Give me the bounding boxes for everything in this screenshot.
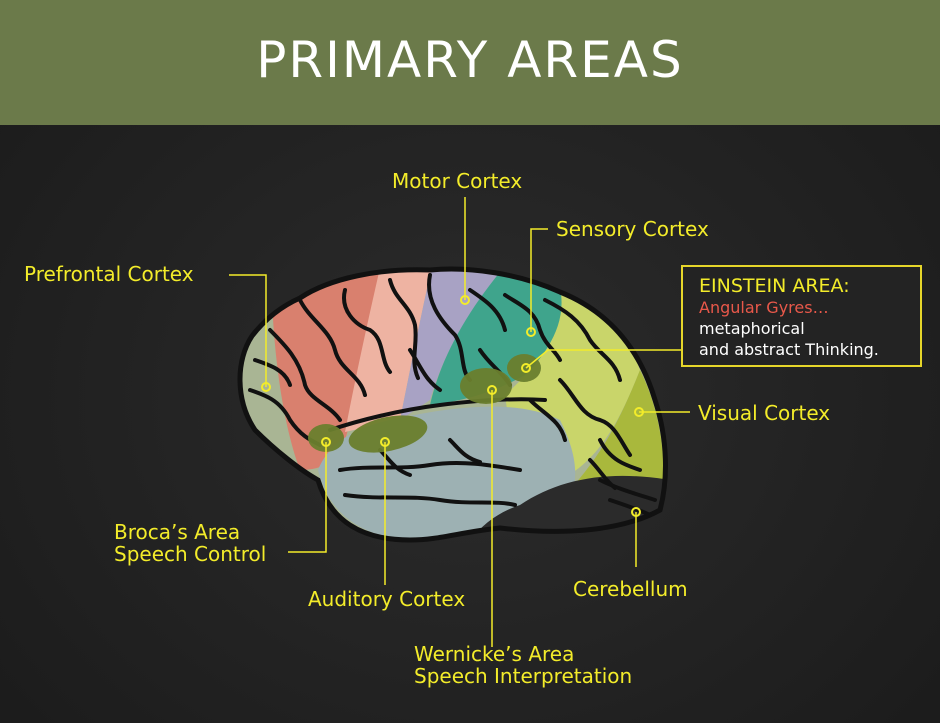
label-speech-interpretation: Speech Interpretation: [414, 665, 632, 687]
label-visual-cortex: Visual Cortex: [698, 402, 830, 424]
label-wernicke-area: Wernicke’s Area: [414, 643, 574, 665]
einstein-line-1: metaphorical: [699, 318, 920, 339]
einstein-title: EINSTEIN AREA:: [699, 275, 920, 297]
einstein-area-box: EINSTEIN AREA: Angular Gyres… metaphoric…: [681, 265, 922, 367]
brain-regions: [220, 260, 700, 560]
einstein-subtitle: Angular Gyres…: [699, 297, 920, 318]
hotspot-angular: [507, 354, 541, 382]
label-sensory-cortex: Sensory Cortex: [556, 218, 709, 240]
label-speech-control: Speech Control: [114, 543, 266, 565]
label-cerebellum: Cerebellum: [573, 578, 688, 600]
label-broca-area: Broca’s Area: [114, 521, 240, 543]
label-auditory-cortex: Auditory Cortex: [308, 588, 465, 610]
label-motor-cortex: Motor Cortex: [392, 170, 522, 192]
hotspot-wernicke: [460, 368, 512, 404]
einstein-line-2: and abstract Thinking.: [699, 339, 920, 360]
label-prefrontal-cortex: Prefrontal Cortex: [24, 263, 194, 285]
